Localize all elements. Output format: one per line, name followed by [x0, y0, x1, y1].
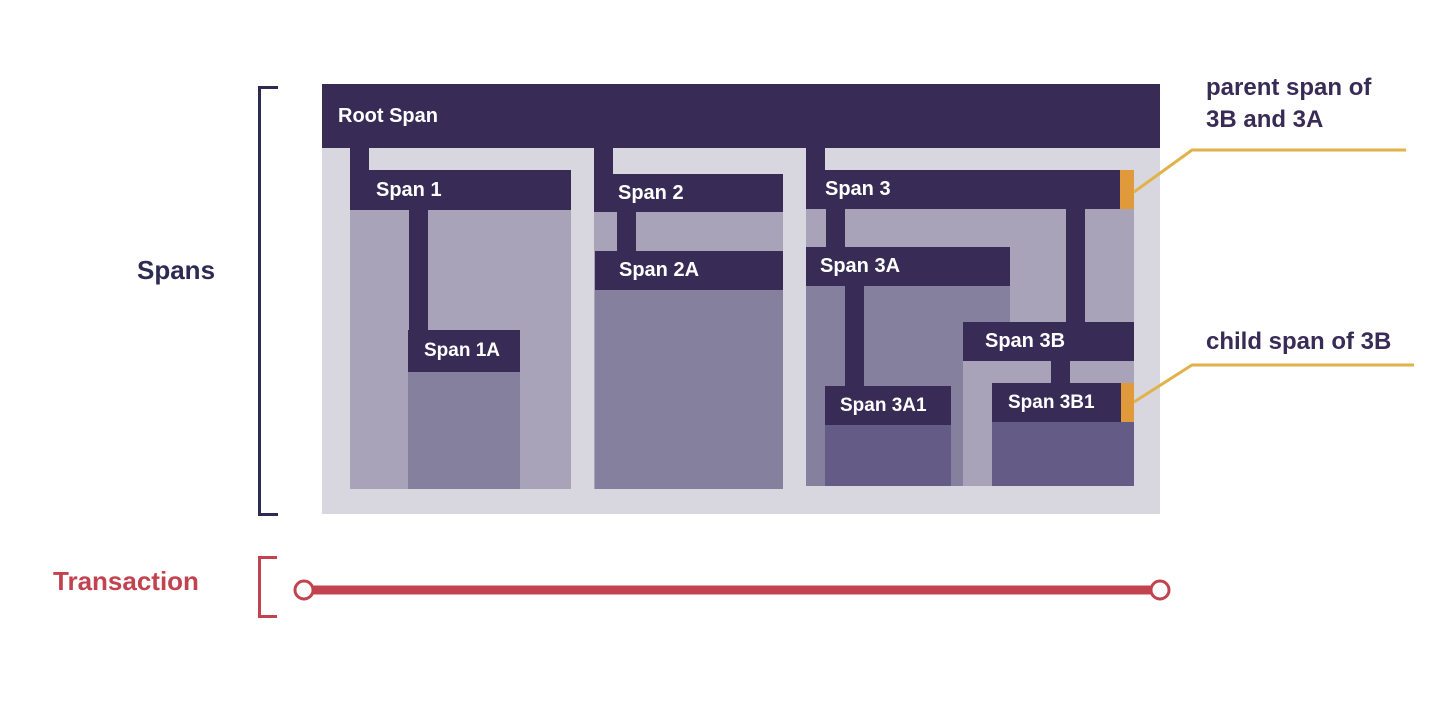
span-3-bar: Span 3 — [806, 170, 1120, 209]
connector-span2-span2a — [617, 210, 636, 252]
span-3b1-duration — [992, 421, 1134, 486]
transaction-bracket — [258, 556, 277, 618]
span-1a-bar: Span 1A — [408, 330, 520, 372]
span-3-highlight-marker — [1120, 170, 1134, 209]
connector-span3a-span3a1 — [845, 284, 864, 387]
span-1-bar: Span 1 — [350, 170, 571, 210]
transaction-start-dot — [293, 579, 315, 601]
span-3b1-bar: Span 3B1 — [992, 383, 1121, 422]
transaction-end-dot — [1149, 579, 1171, 601]
parent-callout-text: parent span of 3B and 3A — [1206, 72, 1371, 136]
child-callout-line — [1133, 363, 1414, 404]
connector-span3b-span3b1 — [1051, 360, 1070, 384]
span-3a-bar: Span 3A — [806, 247, 1010, 286]
span-2a-duration — [595, 288, 783, 489]
span-3a1-duration — [825, 424, 951, 486]
span-1a-duration — [408, 370, 520, 489]
span-2-bar: Span 2 — [594, 174, 783, 212]
spans-label: Spans — [137, 255, 216, 285]
connector-span3-span3a — [826, 208, 845, 248]
span-3a1-bar: Span 3A1 — [825, 386, 951, 425]
root-span-bar: Root Span — [322, 84, 1160, 148]
connector-span3-span3b — [1066, 208, 1085, 324]
connector-span1-span1a — [409, 208, 428, 332]
parent-callout-line1: parent span of — [1206, 74, 1372, 101]
span-3b-bar: Span 3B — [963, 322, 1134, 361]
span-3b1-highlight-marker — [1121, 383, 1134, 422]
span-2a-bar: Span 2A — [595, 251, 783, 290]
child-callout-text: child span of 3B — [1206, 328, 1392, 355]
parent-callout-line — [1133, 148, 1406, 194]
connector-root-span3 — [806, 148, 825, 170]
connector-root-span1 — [350, 148, 369, 172]
connector-root-span2 — [594, 148, 613, 174]
parent-callout-line2: 3B and 3A — [1206, 106, 1324, 133]
spans-bracket — [258, 86, 278, 516]
transaction-label: Transaction — [53, 566, 199, 596]
